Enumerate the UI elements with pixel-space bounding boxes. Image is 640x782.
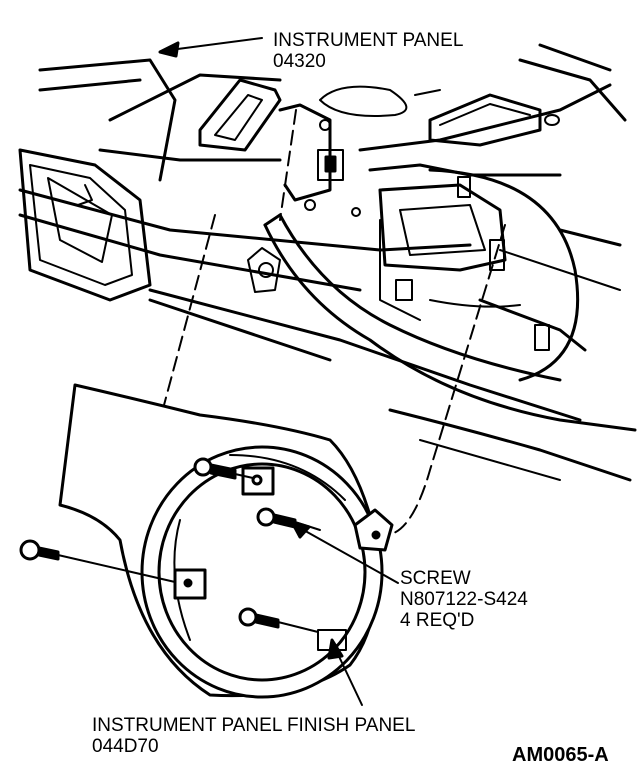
screw-3 (19, 539, 176, 583)
figure-id: AM0065-A (512, 744, 609, 766)
screw-4 (238, 607, 319, 633)
screw-name: SCREW (400, 568, 471, 589)
screw-part-number: N807122-S424 (400, 589, 528, 610)
finish-panel-part-number: 044D70 (92, 736, 159, 757)
finish-panel-name: INSTRUMENT PANEL FINISH PANEL (92, 715, 416, 736)
wire-harness (263, 213, 637, 482)
instrument-panel-name: INSTRUMENT PANEL (273, 30, 464, 51)
callout-leaders (158, 37, 399, 706)
finish-panel (58, 383, 394, 699)
finish-panel-callout: INSTRUMENT PANEL FINISH PANEL 044D70 (92, 715, 415, 757)
instrument-panel-part-number: 04320 (273, 51, 326, 72)
screw-quantity: 4 REQ'D (400, 610, 475, 631)
instrument-panel-structure (18, 43, 627, 422)
screw-1 (193, 457, 254, 480)
instrument-panel-callout: INSTRUMENT PANEL 04320 (273, 30, 463, 72)
screw-callout: SCREW N807122-S424 4 REQ'D (400, 568, 528, 631)
